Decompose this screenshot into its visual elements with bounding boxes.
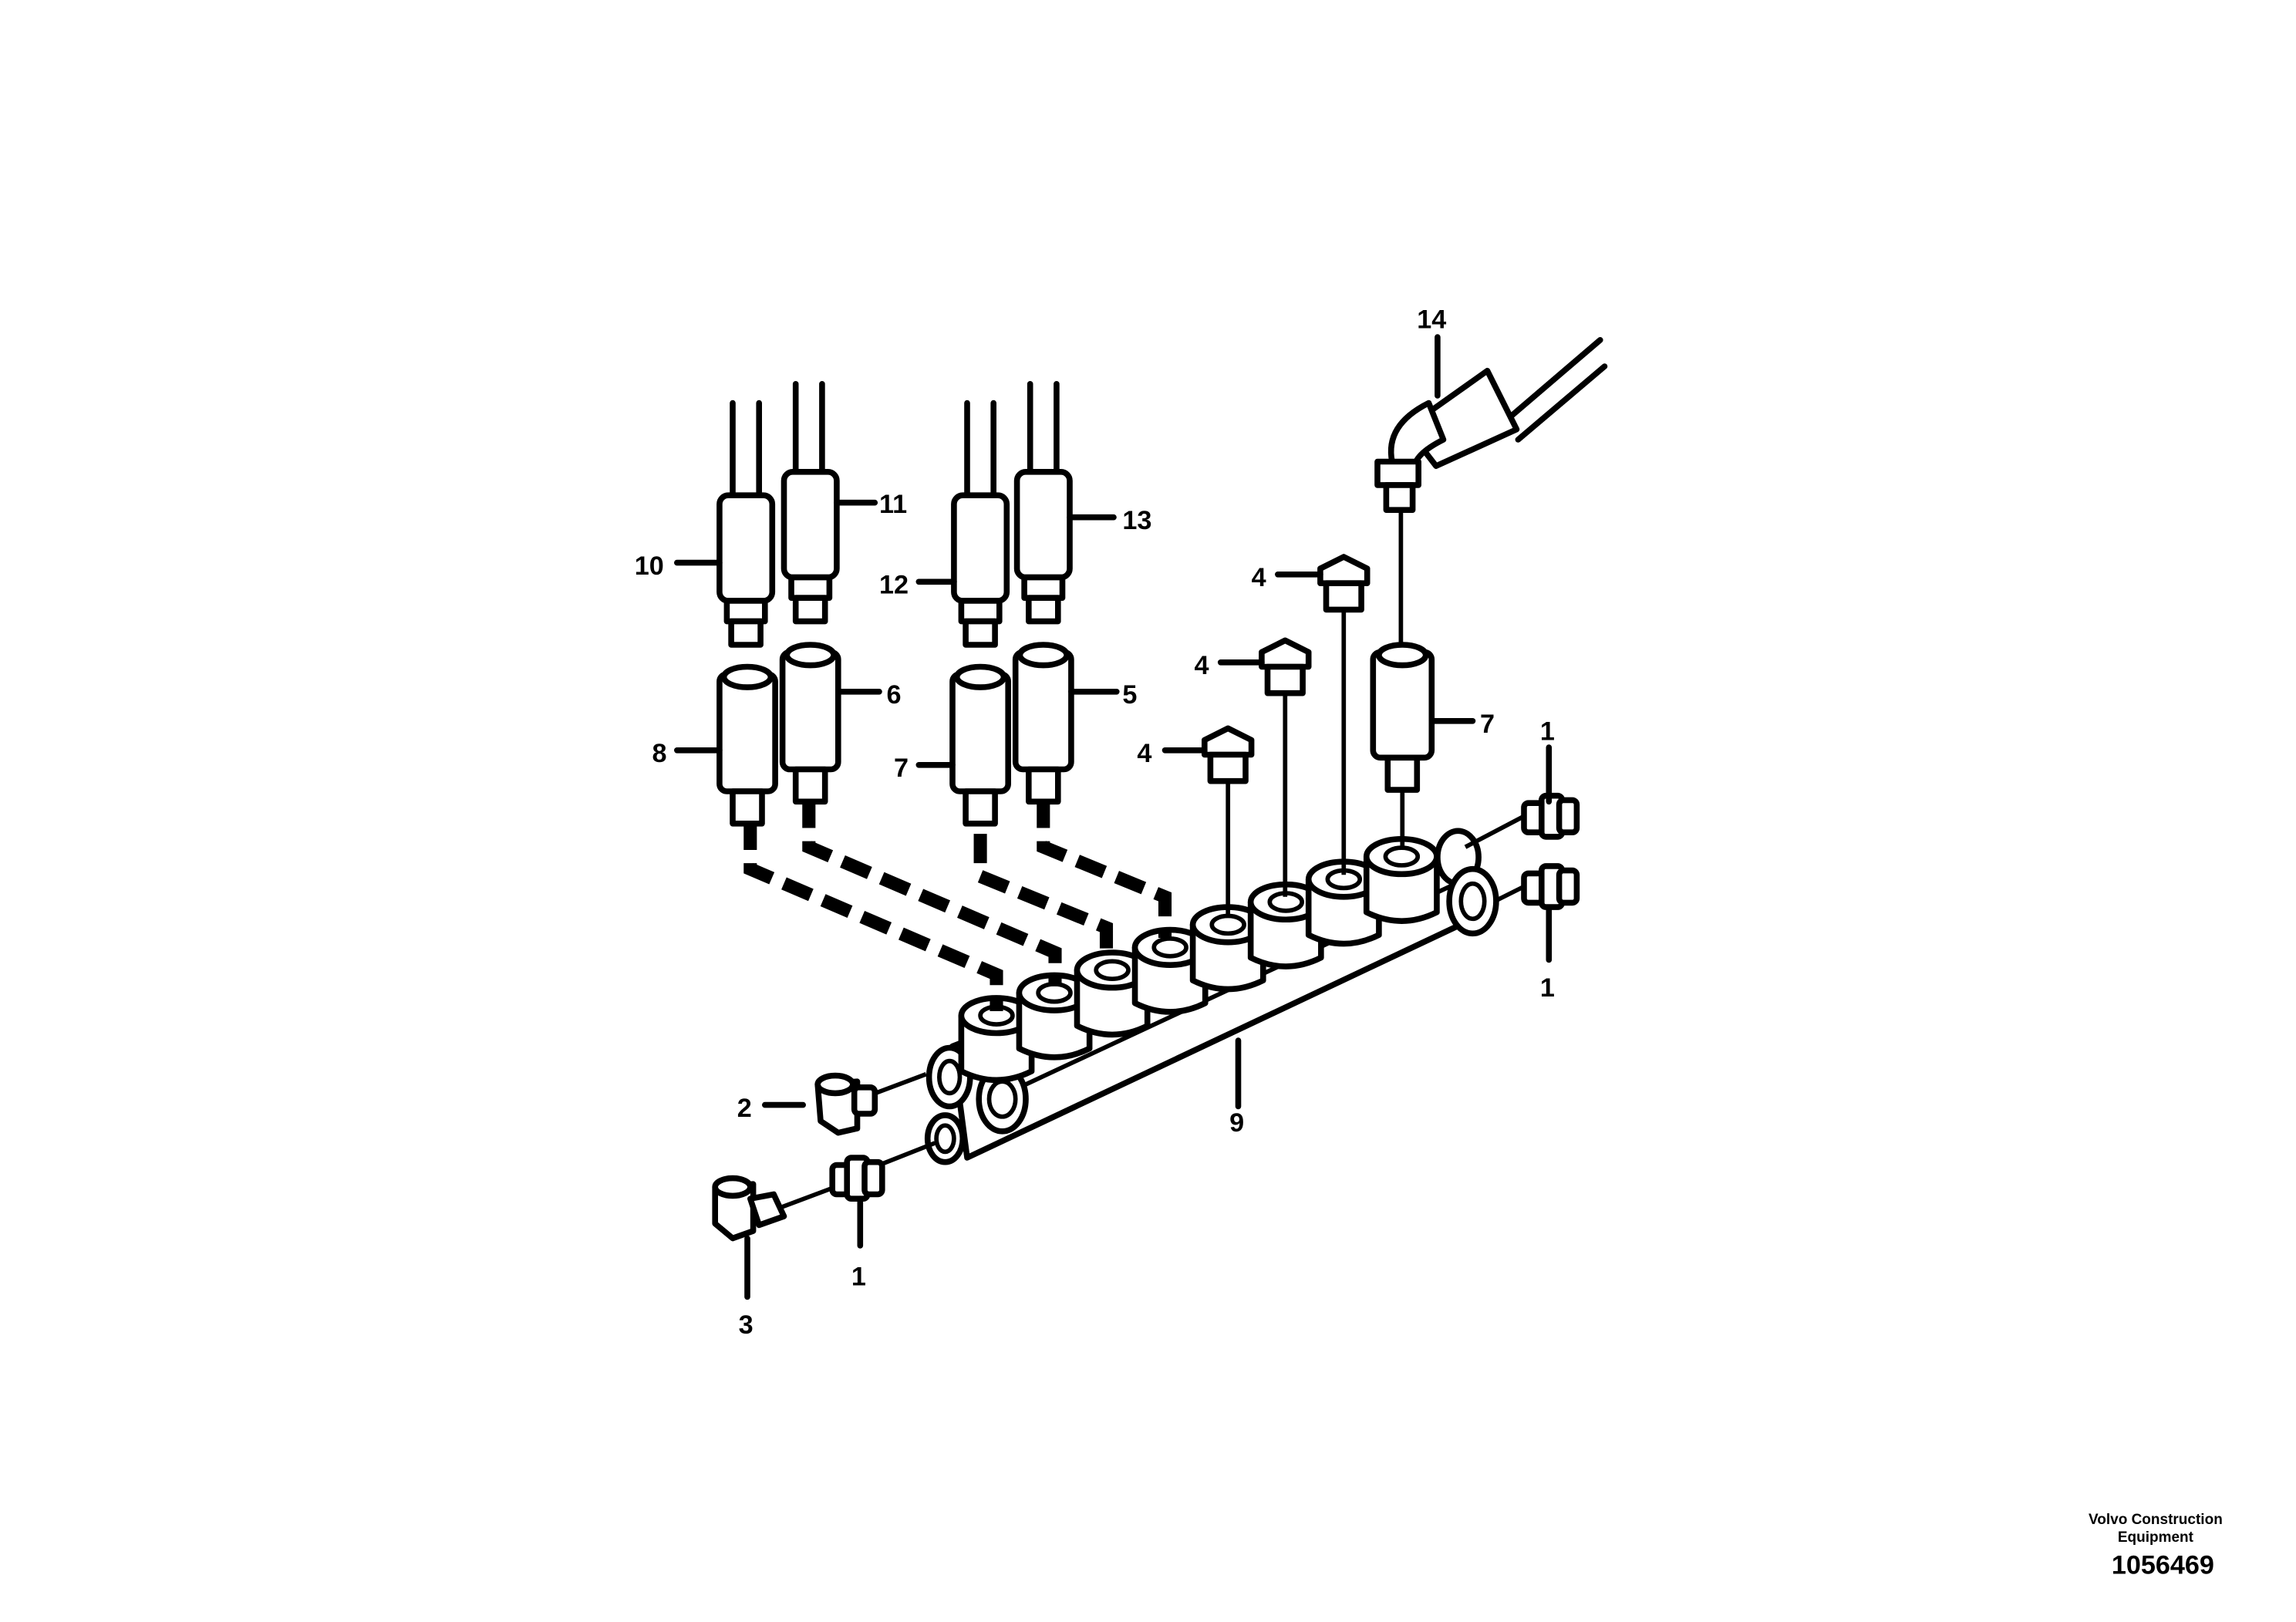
title-block: Volvo Construction Equipment 1056469 [2089,1512,2223,1580]
callout-4-high: 4 [1252,563,1266,592]
callout-1-lower-right: 1 [1540,973,1555,1003]
brand-line-1: Volvo Construction [2089,1512,2223,1528]
adapter-7-left [949,663,1012,827]
manifold-port-hole [1094,959,1131,982]
callout-3: 3 [739,1310,754,1340]
callout-8: 8 [652,739,667,768]
callout-leaders [674,334,1553,1300]
callout-1-left: 1 [851,1262,866,1291]
callout-12: 12 [879,571,909,600]
callout-labels: 10 11 12 13 8 6 7 5 4 4 4 7 14 1 1 9 2 1… [635,305,1555,1340]
drawing-number: 1056469 [2112,1551,2214,1580]
callout-2: 2 [737,1094,752,1123]
callout-7-left: 7 [894,754,909,783]
brand-line-2: Equipment [2118,1529,2194,1546]
union-1-left [829,1155,885,1202]
manifold-block [924,828,1499,1165]
union-1-lower-right [1521,863,1580,910]
callout-5: 5 [1122,680,1137,710]
hose-14 [1374,337,1608,514]
callout-11: 11 [879,490,907,519]
manifold-port-hole [1151,936,1188,959]
callout-14: 14 [1417,305,1446,335]
elbow-3 [712,1175,787,1242]
union-1-upper-right [1521,792,1580,840]
adapter-5 [1012,642,1074,805]
callout-4-mid: 4 [1195,651,1209,680]
connection-paths [743,791,1172,1012]
callout-4-low: 4 [1137,739,1151,768]
adapter-8 [716,663,778,827]
callout-9: 9 [1229,1108,1244,1138]
hose-11 [781,381,840,625]
callout-13: 13 [1122,506,1151,535]
callout-1-upper-right: 1 [1540,717,1555,747]
leader-lines [775,510,1526,1212]
elbow-2 [814,1072,878,1136]
plug-4-mid [1259,637,1312,696]
hose-10 [716,400,776,648]
callout-7-right: 7 [1480,710,1495,739]
adapter-7-right [1370,642,1435,793]
adapter-6 [779,642,841,805]
plug-4-low [1202,725,1255,784]
callout-6: 6 [887,680,902,710]
plug-4-high [1317,554,1371,613]
callout-10: 10 [635,551,664,581]
hose-12 [951,400,1010,648]
hose-13 [1013,381,1073,625]
